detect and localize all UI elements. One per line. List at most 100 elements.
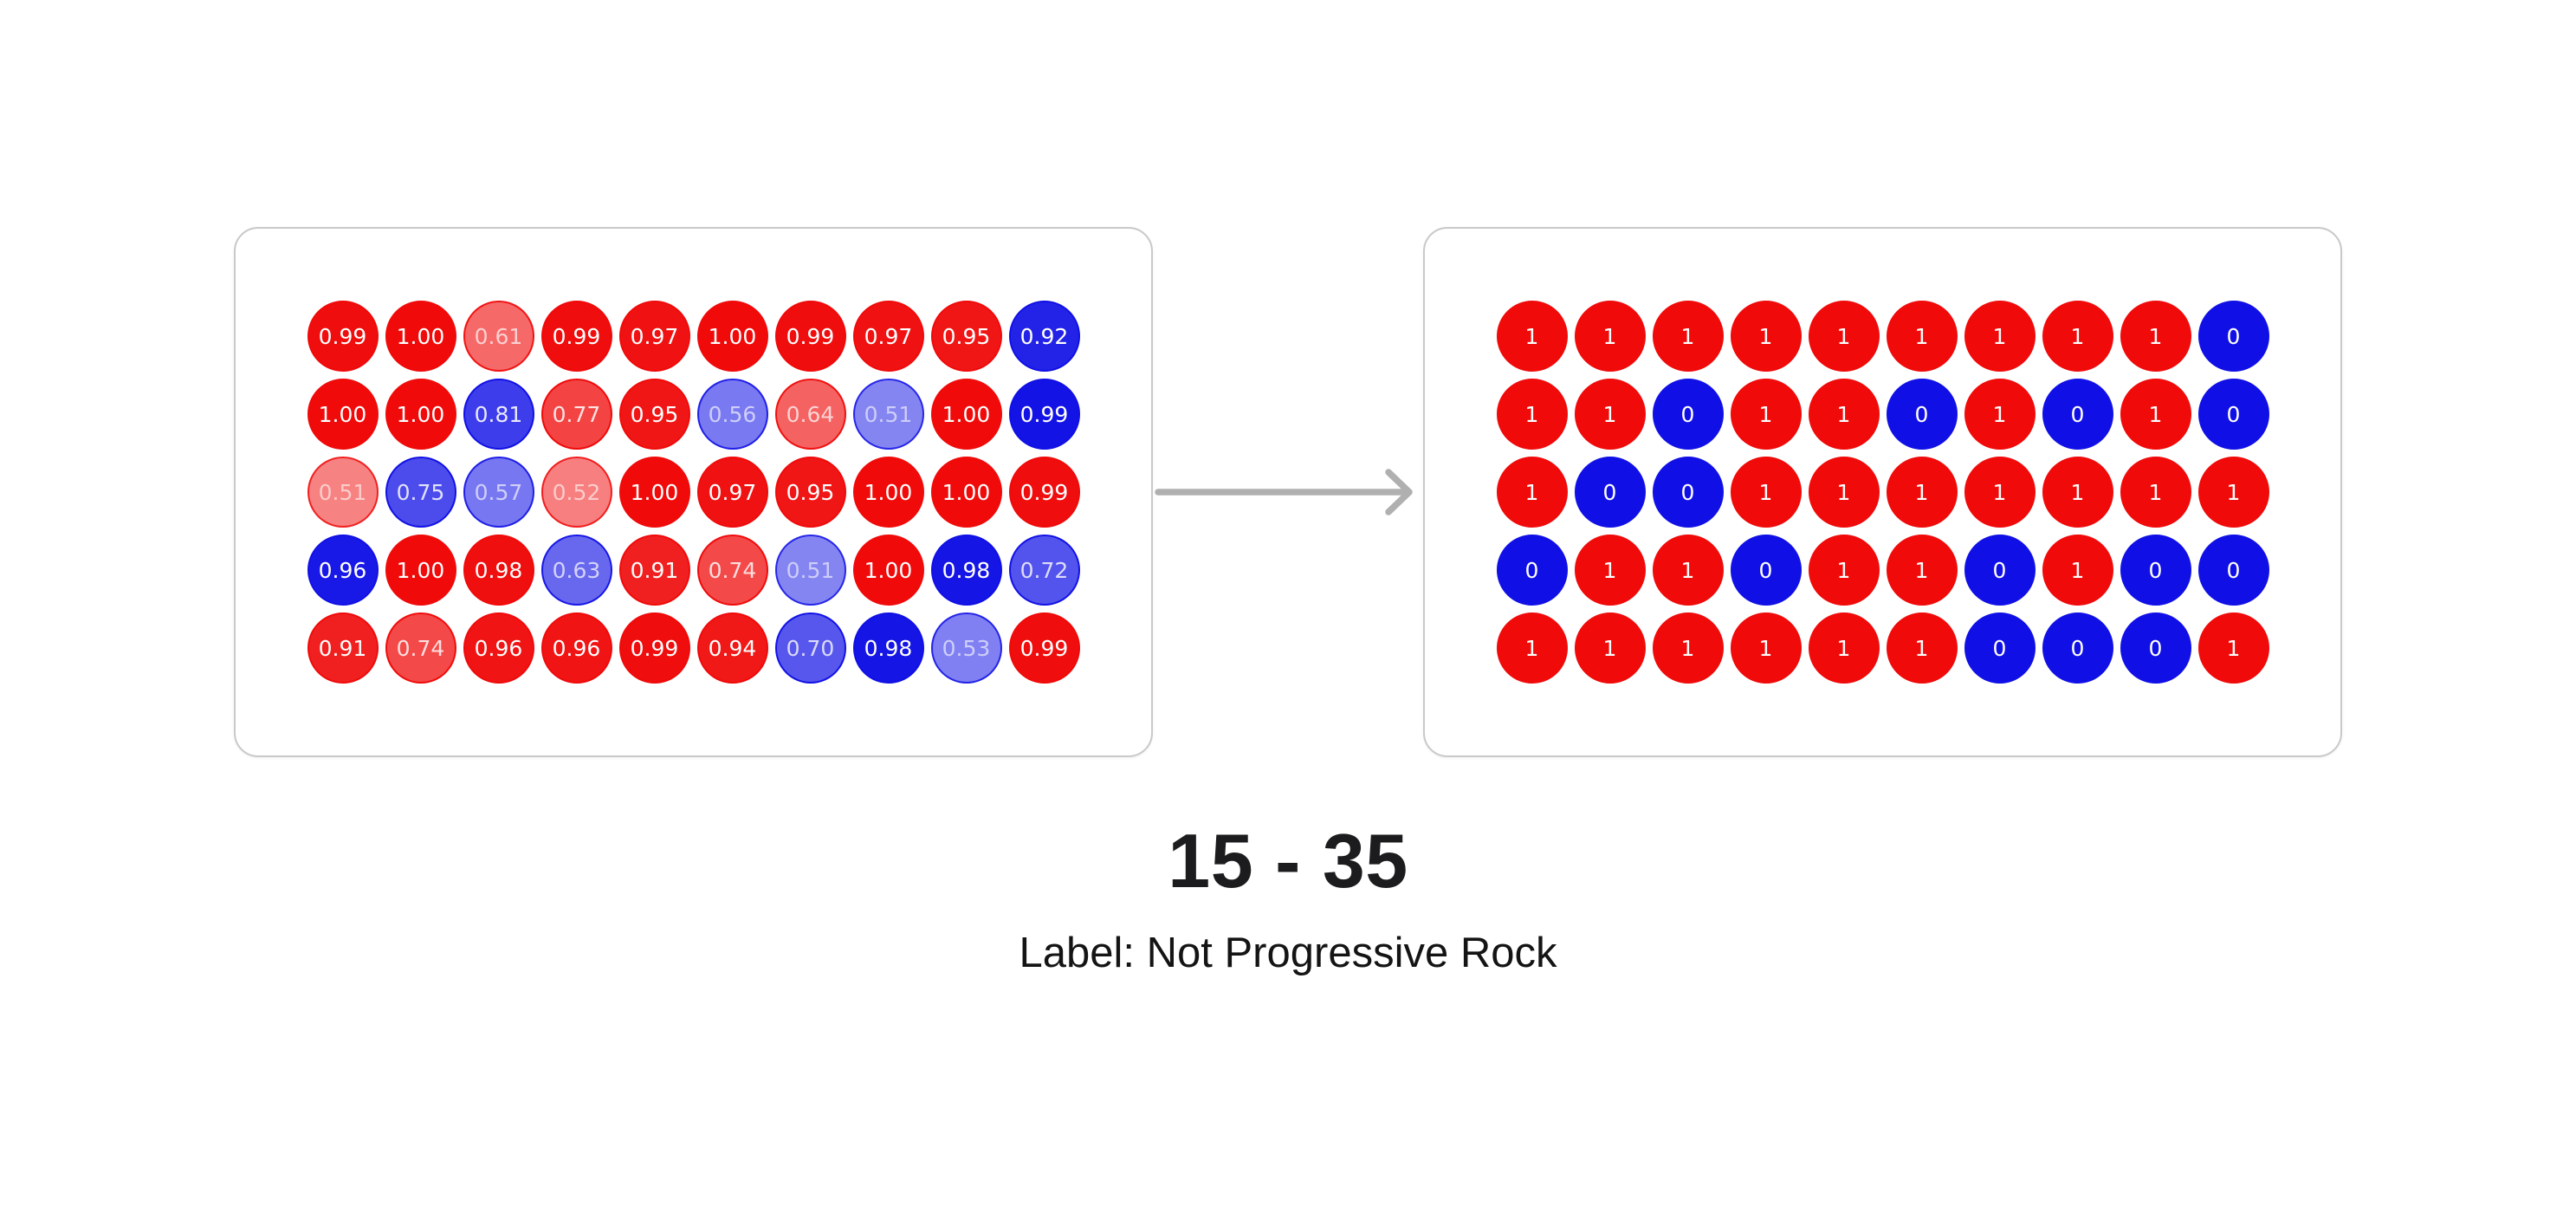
- probability-grid-cell: 0.97: [852, 301, 924, 372]
- probability-grid-cell: 0.91: [307, 612, 379, 684]
- probability-grid-cell: 1.00: [385, 379, 456, 450]
- probability-grid-cell: 0.98: [930, 535, 1002, 606]
- probability-grid-cell: 0.99: [1008, 379, 1080, 450]
- right-arrow-icon: [1155, 469, 1413, 515]
- binary-grid-cell: 0: [1964, 612, 2036, 684]
- binary-grid-cell: 1: [1496, 379, 1568, 450]
- caption: 15 - 35 Label: Not Progressive Rock: [1019, 818, 1557, 978]
- probability-grid-cell: 0.51: [774, 535, 846, 606]
- probability-grid-cell: 0.95: [930, 301, 1002, 372]
- binary-grid-cell: 1: [1808, 301, 1880, 372]
- probability-grid-cell: 0.99: [1008, 612, 1080, 684]
- binary-grid-cell: 0: [2042, 612, 2113, 684]
- probability-grid-cell: 1.00: [852, 457, 924, 528]
- probability-grid-cell: 0.99: [1008, 457, 1080, 528]
- binary-grid-cell: 0: [1496, 535, 1568, 606]
- probability-grid-cell: 0.98: [463, 535, 534, 606]
- probability-grid-cell: 0.91: [618, 535, 690, 606]
- probability-grid-cell: 1.00: [307, 379, 379, 450]
- binary-grid-cell: 0: [2120, 535, 2191, 606]
- probability-grid-cell: 0.51: [852, 379, 924, 450]
- binary-grid-cell: 1: [1730, 379, 1802, 450]
- probability-grid-cell: 1.00: [385, 535, 456, 606]
- probability-grid-cell: 0.99: [307, 301, 379, 372]
- probability-grid-cell: 0.97: [618, 301, 690, 372]
- probability-grid-cell: 1.00: [696, 301, 768, 372]
- binary-grid-cell: 1: [1730, 612, 1802, 684]
- binary-grid-cell: 1: [1964, 457, 2036, 528]
- probability-grid-cell: 0.99: [540, 301, 612, 372]
- probability-grid-cell: 0.70: [774, 612, 846, 684]
- probability-grid-cell: 0.75: [385, 457, 456, 528]
- binary-grid-cell: 1: [1730, 457, 1802, 528]
- probability-grid-cell: 0.61: [463, 301, 534, 372]
- label-subtitle: Label: Not Progressive Rock: [1019, 930, 1557, 977]
- binary-grid-cell: 1: [2197, 612, 2269, 684]
- binary-grid-cell: 0: [1730, 535, 1802, 606]
- binary-grid-cell: 1: [1808, 612, 1880, 684]
- binary-grid-cell: 0: [2197, 535, 2269, 606]
- probability-grid-cell: 1.00: [618, 457, 690, 528]
- probability-grid-cell: 0.64: [774, 379, 846, 450]
- binary-grid-cell: 1: [1808, 457, 1880, 528]
- probability-grid-cell: 0.95: [774, 457, 846, 528]
- binary-grid-cell: 1: [1574, 379, 1646, 450]
- binary-grid-cell: 1: [1808, 535, 1880, 606]
- binary-grid-cell: 0: [2120, 612, 2191, 684]
- binary-grid-cell: 1: [2120, 379, 2191, 450]
- probability-grid-cell: 0.95: [618, 379, 690, 450]
- binary-grid-cell: 1: [1808, 379, 1880, 450]
- probability-grid-cell: 1.00: [930, 379, 1002, 450]
- probability-grid-cell: 0.51: [307, 457, 379, 528]
- binary-grid-cell: 1: [1886, 301, 1958, 372]
- binary-grid-cell: 0: [2197, 301, 2269, 372]
- probability-grid-cell: 0.81: [463, 379, 534, 450]
- probability-grid-cell: 1.00: [852, 535, 924, 606]
- probability-grid-cell: 1.00: [930, 457, 1002, 528]
- probability-grid-cell: 0.94: [696, 612, 768, 684]
- probability-grid-cell: 0.96: [463, 612, 534, 684]
- binary-grid-cell: 1: [1652, 612, 1724, 684]
- probability-grid-cell: 0.74: [696, 535, 768, 606]
- binary-grid-cell: 1: [1496, 301, 1568, 372]
- probability-grid-cell: 0.52: [540, 457, 612, 528]
- probability-grid-cell: 0.96: [540, 612, 612, 684]
- binary-grid-cell: 1: [2197, 457, 2269, 528]
- transform-arrow: [1153, 456, 1423, 528]
- binary-grid-cell: 1: [2120, 301, 2191, 372]
- binary-grid-cell: 1: [1652, 535, 1724, 606]
- binary-grid-cell: 1: [1964, 379, 2036, 450]
- binary-grid-cell: 1: [1574, 612, 1646, 684]
- binary-grid-cell: 1: [2042, 457, 2113, 528]
- binary-grid-cell: 1: [2042, 301, 2113, 372]
- binary-grid-cell: 0: [2042, 379, 2113, 450]
- probability-grid-cell: 0.72: [1008, 535, 1080, 606]
- binary-grid-cell: 0: [1574, 457, 1646, 528]
- binary-grid-cell: 0: [1886, 379, 1958, 450]
- probability-grid-cell: 0.63: [540, 535, 612, 606]
- binary-grid-cell: 1: [1574, 301, 1646, 372]
- binary-grid-cell: 0: [1652, 457, 1724, 528]
- binary-grid-cell: 0: [2197, 379, 2269, 450]
- binary-grid-cell: 1: [1964, 301, 2036, 372]
- binary-grid-cell: 0: [1964, 535, 2036, 606]
- binary-grid-cell: 1: [1652, 301, 1724, 372]
- probability-grid-cell: 1.00: [385, 301, 456, 372]
- binary-grid-cell: 0: [1652, 379, 1724, 450]
- probability-grid-cell: 0.98: [852, 612, 924, 684]
- probability-grid-cell: 0.96: [307, 535, 379, 606]
- binary-grid-cell: 1: [1730, 301, 1802, 372]
- probability-grid-cell: 0.92: [1008, 301, 1080, 372]
- probability-grid-cell: 0.99: [618, 612, 690, 684]
- probability-grid-cell: 0.74: [385, 612, 456, 684]
- probability-grid-cell: 0.56: [696, 379, 768, 450]
- binary-grid-cell: 1: [1496, 457, 1568, 528]
- binary-grid-cell: 1: [1886, 535, 1958, 606]
- probability-grid-cell: 0.53: [930, 612, 1002, 684]
- binary-grid-cell: 1: [1496, 612, 1568, 684]
- segment-range-title: 15 - 35: [1168, 818, 1408, 904]
